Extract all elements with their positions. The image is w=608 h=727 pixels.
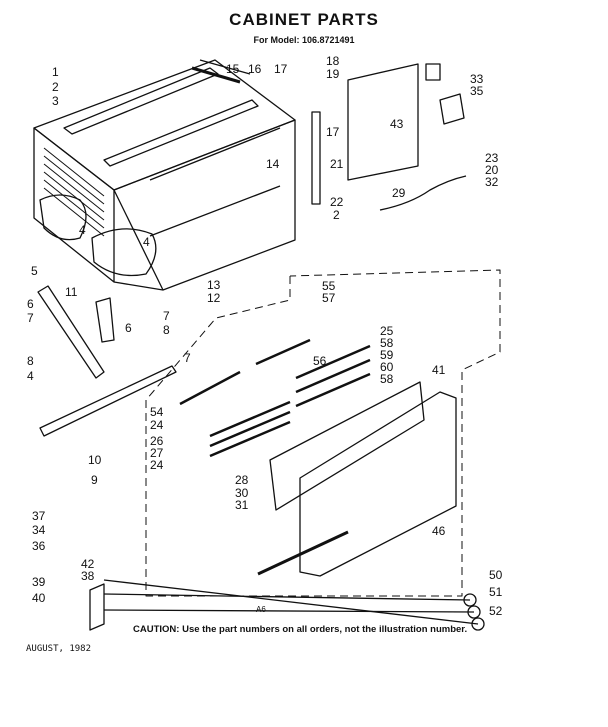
callout-25: 25 <box>380 324 394 338</box>
callout-27: 27 <box>150 446 164 460</box>
callout-16: 16 <box>248 62 262 76</box>
base-rail <box>39 365 177 437</box>
callout-30: 30 <box>235 486 249 500</box>
callout-29: 29 <box>392 186 406 200</box>
callout-8b: 8 <box>27 354 34 368</box>
callout-8a: 8 <box>163 323 170 337</box>
callout-39: 39 <box>32 575 46 589</box>
cabinet-front <box>113 119 296 291</box>
callout-59: 59 <box>380 348 394 362</box>
callout-2: 2 <box>52 80 59 94</box>
callout-31: 31 <box>235 498 249 512</box>
caution-note: CAUTION: Use the part numbers on all ord… <box>133 624 468 635</box>
callout-20: 20 <box>485 163 499 177</box>
callout-4b: 4 <box>143 235 150 249</box>
front-grille <box>299 391 457 577</box>
callout-2b: 2 <box>333 208 340 222</box>
callout-19: 19 <box>326 67 340 81</box>
callout-15: 15 <box>226 62 240 76</box>
callout-9: 9 <box>91 473 98 487</box>
callout-21: 21 <box>330 157 344 171</box>
callout-37: 37 <box>32 509 46 523</box>
callout-1: 1 <box>52 65 59 79</box>
callout-54: 54 <box>150 405 164 419</box>
model-number: For Model: 106.8721491 <box>253 35 355 45</box>
callout-32: 32 <box>485 175 499 189</box>
callout-55: 55 <box>322 279 336 293</box>
callout-57: 57 <box>322 291 336 305</box>
callout-6a: 6 <box>27 297 34 311</box>
callout-7a: 7 <box>27 311 34 325</box>
callout-33: 33 <box>470 72 484 86</box>
callout-18: 18 <box>326 54 340 68</box>
cabinet-side <box>33 127 115 283</box>
figure-code: A6 <box>256 605 266 614</box>
callout-23: 23 <box>485 151 499 165</box>
callout-10: 10 <box>88 453 102 467</box>
callout-46: 46 <box>432 524 446 538</box>
callout-41: 41 <box>432 363 446 377</box>
callout-40: 40 <box>32 591 46 605</box>
top-rail-2 <box>103 99 259 167</box>
callout-22: 22 <box>330 195 344 209</box>
callout-26: 26 <box>150 434 164 448</box>
callout-12: 12 <box>207 291 221 305</box>
callout-24a: 24 <box>150 418 164 432</box>
callout-24b: 24 <box>150 458 164 472</box>
insulation-patch-2 <box>91 228 157 277</box>
revision-date: AUGUST, 1982 <box>26 644 92 654</box>
callout-13: 13 <box>207 278 221 292</box>
callout-60: 60 <box>380 360 394 374</box>
callout-58b: 58 <box>380 372 394 386</box>
callout-56: 56 <box>313 354 327 368</box>
callout-42: 42 <box>81 557 95 571</box>
callout-28: 28 <box>235 473 249 487</box>
callout-43: 43 <box>390 117 404 131</box>
callout-4c: 4 <box>27 369 34 383</box>
top-rail <box>63 67 219 135</box>
callout-35: 35 <box>470 84 484 98</box>
callout-17b: 17 <box>326 125 340 139</box>
callout-3: 3 <box>52 94 59 108</box>
callout-7b: 7 <box>163 309 170 323</box>
callout-5: 5 <box>31 264 38 278</box>
callout-7c: 7 <box>184 351 191 365</box>
insulation-patch <box>39 194 87 241</box>
callout-4a: 4 <box>79 223 86 237</box>
callout-34: 34 <box>32 523 46 537</box>
cover-panel <box>347 63 419 181</box>
callout-11: 11 <box>65 285 78 299</box>
callout-36: 36 <box>32 539 46 553</box>
callout-50: 50 <box>489 568 503 582</box>
callout-6b: 6 <box>125 321 132 335</box>
callout-17: 17 <box>274 62 288 76</box>
callout-51: 51 <box>489 585 503 599</box>
callout-52: 52 <box>489 604 503 618</box>
callout-38: 38 <box>81 569 95 583</box>
callout-58a: 58 <box>380 336 394 350</box>
callout-14: 14 <box>266 157 280 171</box>
page-title: CABINET PARTS <box>229 10 379 29</box>
